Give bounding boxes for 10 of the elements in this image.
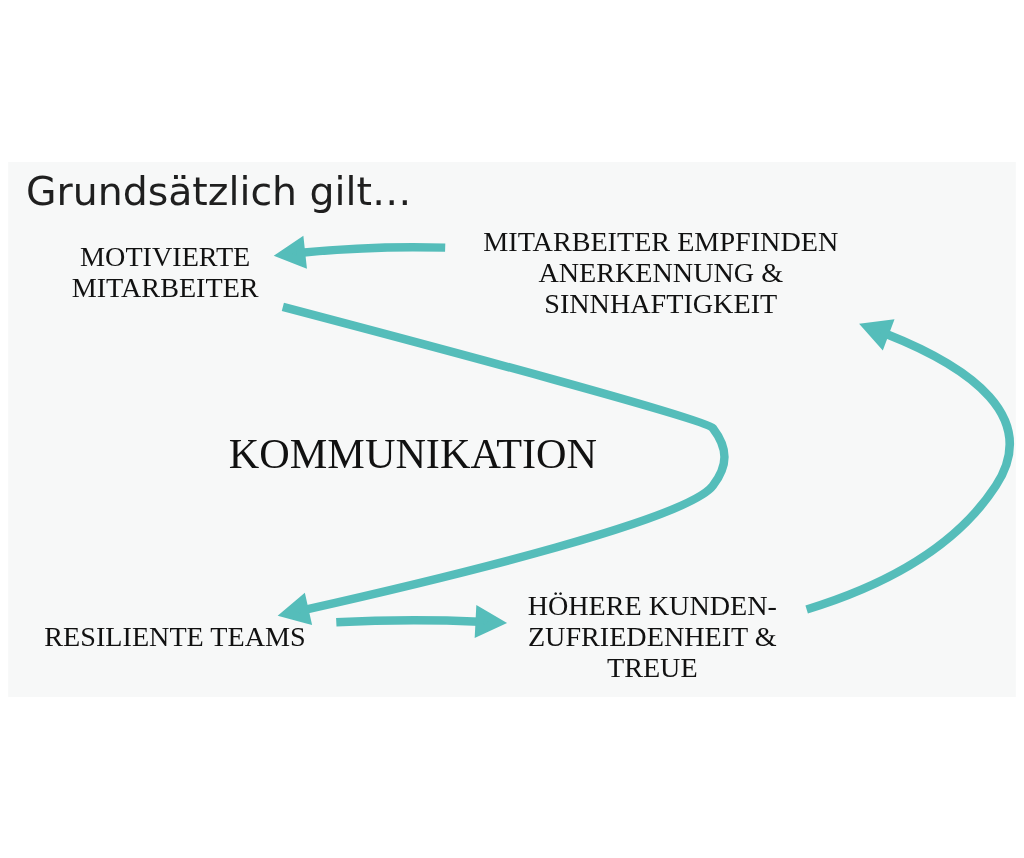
node-text: KOMMUNIKATION	[228, 429, 598, 477]
arrow	[805, 318, 1014, 613]
arrow	[273, 235, 446, 269]
node-text: MOTIVIERTE MITARBEITER	[71, 240, 259, 303]
arrow	[277, 302, 729, 625]
node-text: MITARBEITER EMPFINDEN ANERKENNUNG & SINNHAFTIGKEIT	[483, 225, 839, 319]
node-text: RESILIENTE TEAMS	[44, 620, 306, 652]
diagram-title: Grundsätzlich gilt…	[25, 167, 412, 214]
node-text: HÖHERE KUNDEN- ZUFRIEDENHEIT & TREUE	[527, 589, 777, 683]
arrow	[336, 604, 508, 638]
